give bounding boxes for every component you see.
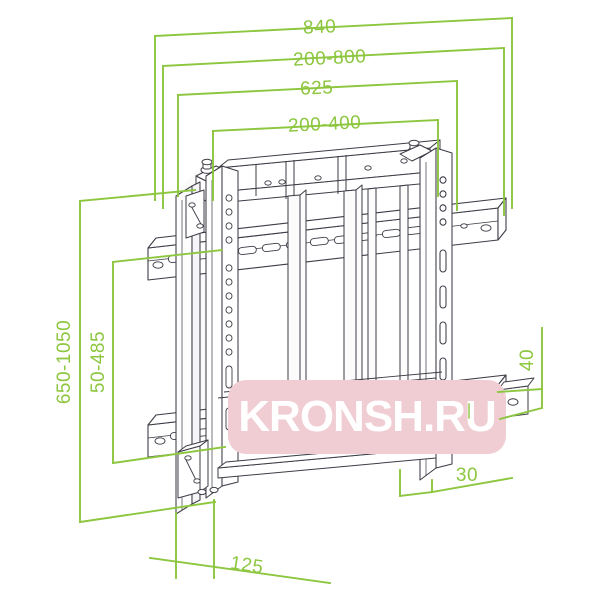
dim-label-rail-span: 625 [300,77,334,100]
dim-label-overall-height-range: 650-1050 [54,320,75,404]
dim-bracket-lip-depth [398,469,514,498]
upper-rail-slots [152,223,492,269]
dim-overall-height-range [78,188,217,524]
dim-vesa-vertical-range [111,248,227,465]
dim-rail-span [177,80,458,211]
outer-left-frame [175,181,201,515]
dim-vesa-height-range-horizontal [212,119,439,201]
site-watermark: KRONSH.RU [228,380,506,454]
dim-total-depth [148,499,332,585]
dim-overall-width [154,17,513,209]
top-right-clamp [399,139,433,162]
dim-wall-offset-depth [496,327,544,421]
upper-left-pivot-arm [185,189,205,239]
dim-label-total-depth: 125 [229,553,265,579]
lower-left-pivot-arm [177,439,219,499]
dim-label-wall-offset-depth: 40 [517,349,538,371]
dim-label-overall-width: 840 [303,16,337,39]
site-watermark-text: KRONSH.RU [238,392,496,441]
dim-vesa-width-range [162,47,505,216]
dim-label-vesa-vertical-range: 50-485 [88,331,109,393]
dim-label-vesa-height-range-horizontal: 200-400 [288,112,362,137]
dim-label-bracket-lip-depth: 30 [456,465,478,486]
dim-label-vesa-width-range: 200-800 [293,46,367,71]
